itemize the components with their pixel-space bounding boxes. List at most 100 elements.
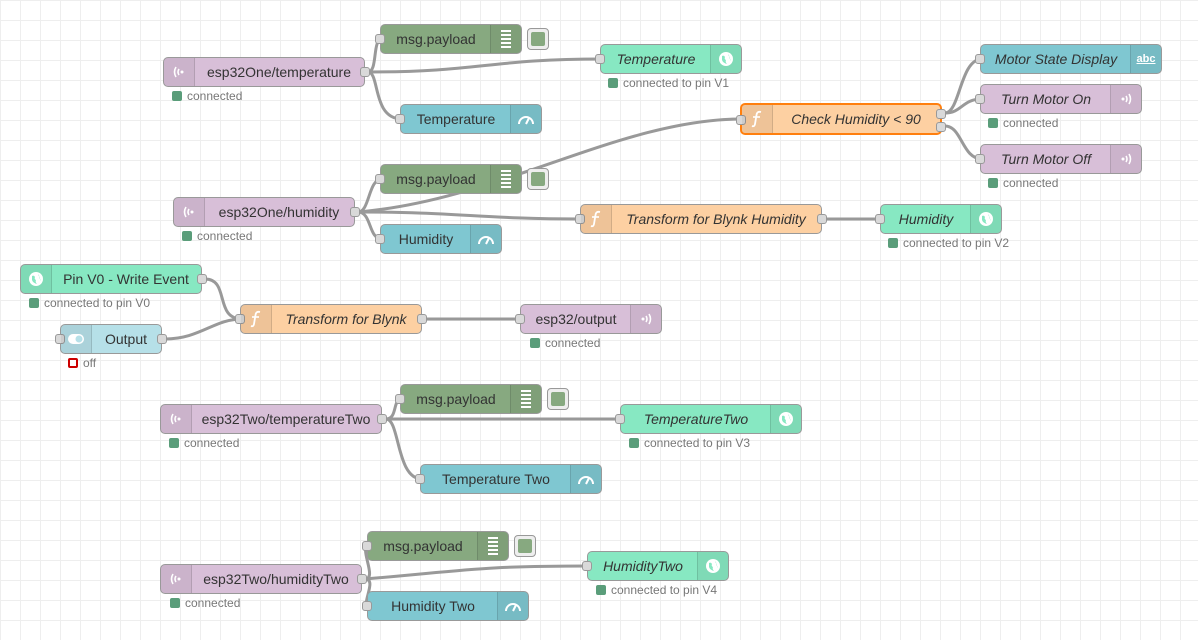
blynk-write-node-temperature[interactable]: Temperature [595, 44, 742, 74]
input-port[interactable] [975, 94, 985, 104]
text-node-motor-state-display[interactable]: Motor State Display abc [975, 44, 1162, 74]
input-port[interactable] [362, 601, 372, 611]
output-port[interactable] [197, 274, 207, 284]
output-port[interactable] [817, 214, 827, 224]
node-label: msg.payload [396, 171, 476, 187]
input-port[interactable] [362, 541, 372, 551]
blynk-event-node-pin-v0[interactable]: Pin V0 - Write Event [20, 264, 207, 294]
node-status: connected to pin V1 [608, 76, 729, 90]
input-port[interactable] [375, 174, 385, 184]
wifi-signal-icon [174, 198, 205, 226]
debug-toggle-button[interactable] [527, 28, 549, 50]
list-lines-icon [490, 25, 521, 53]
gauge-node-humidity-two[interactable]: Humidity Two [362, 591, 529, 621]
gauge-icon [497, 592, 528, 620]
node-status: connected [182, 229, 252, 243]
mqtt-out-node-esp32-output[interactable]: esp32/output [515, 304, 662, 334]
node-label: Humidity [898, 211, 954, 227]
debug-node-msg-payload-2[interactable]: msg.payload [375, 164, 549, 194]
debug-node-msg-payload-3[interactable]: msg.payload [395, 384, 569, 414]
input-port[interactable] [395, 394, 405, 404]
node-status: connected [172, 89, 242, 103]
status-dot [169, 438, 179, 448]
mqtt-in-node-esp32one-temperature[interactable]: esp32One/temperature [163, 57, 370, 87]
wifi-signal-icon [161, 405, 192, 433]
gauge-node-humidity[interactable]: Humidity [375, 224, 502, 254]
output-port[interactable] [360, 67, 370, 77]
input-port[interactable] [615, 414, 625, 424]
mqtt-out-node-turn-motor-off[interactable]: Turn Motor Off [975, 144, 1142, 174]
status-dot [172, 91, 182, 101]
input-port[interactable] [515, 314, 525, 324]
mqtt-in-node-esp32two-temperaturetwo[interactable]: esp32Two/temperatureTwo [160, 404, 387, 434]
list-lines-icon [477, 532, 508, 560]
node-label: esp32Two/temperatureTwo [201, 411, 371, 427]
blynk-write-node-humidity[interactable]: Humidity [875, 204, 1002, 234]
node-label: msg.payload [416, 391, 496, 407]
status-dot [530, 338, 540, 348]
wire [356, 117, 744, 214]
output-port[interactable] [377, 414, 387, 424]
output-port[interactable] [157, 334, 167, 344]
mqtt-in-node-esp32one-humidity[interactable]: esp32One/humidity [173, 197, 360, 227]
input-port[interactable] [395, 114, 405, 124]
output-port[interactable] [417, 314, 427, 324]
debug-toggle-button[interactable] [527, 168, 549, 190]
wire [356, 210, 584, 221]
input-port[interactable] [875, 214, 885, 224]
mqtt-out-node-turn-motor-on[interactable]: Turn Motor On [975, 84, 1142, 114]
gauge-icon [470, 225, 501, 253]
input-port[interactable] [235, 314, 245, 324]
input-port[interactable] [55, 334, 65, 344]
gauge-icon [510, 105, 541, 133]
input-port[interactable] [736, 115, 746, 125]
node-label: esp32/output [535, 311, 617, 327]
output-port-1[interactable] [936, 109, 946, 119]
debug-toggle-button[interactable] [514, 535, 536, 557]
output-port-2[interactable] [936, 122, 946, 132]
function-node-check-humidity[interactable]: Check Humidity < 90 [736, 103, 946, 135]
gauge-node-temperature[interactable]: Temperature [395, 104, 542, 134]
output-port[interactable] [350, 207, 360, 217]
node-label: Temperature Two [442, 471, 550, 487]
node-label: Motor State Display [994, 51, 1118, 67]
input-port[interactable] [975, 54, 985, 64]
debug-node-msg-payload-1[interactable]: msg.payload [375, 24, 549, 54]
node-label: Temperature [616, 51, 696, 67]
wifi-signal-icon [1110, 145, 1141, 173]
status-dot [596, 585, 606, 595]
node-label: Check Humidity < 90 [791, 111, 921, 127]
input-port[interactable] [375, 234, 385, 244]
function-node-transform-blynk-humidity[interactable]: Transform for Blynk Humidity [575, 204, 827, 234]
wire [366, 57, 604, 74]
node-status: connected to pin V4 [596, 583, 717, 597]
node-label: msg.payload [396, 31, 476, 47]
node-status: connected [530, 336, 600, 350]
blynk-write-node-temperaturetwo[interactable]: TemperatureTwo [615, 404, 802, 434]
input-port[interactable] [582, 561, 592, 571]
input-port[interactable] [595, 54, 605, 64]
blynk-write-node-humiditytwo[interactable]: HumidityTwo [582, 551, 729, 581]
debug-toggle-button[interactable] [547, 388, 569, 410]
gauge-node-temperature-two[interactable]: Temperature Two [415, 464, 602, 494]
node-status: connected to pin V3 [629, 436, 750, 450]
mqtt-in-node-esp32two-humiditytwo[interactable]: esp32Two/humidityTwo [160, 564, 367, 594]
abc-icon: abc [1130, 45, 1161, 73]
node-label: Humidity Two [391, 598, 475, 614]
input-port[interactable] [415, 474, 425, 484]
debug-node-msg-payload-4[interactable]: msg.payload [362, 531, 536, 561]
input-port[interactable] [375, 34, 385, 44]
function-f-icon [742, 105, 773, 133]
wifi-signal-icon [1110, 85, 1141, 113]
input-port[interactable] [575, 214, 585, 224]
node-status: connected [169, 436, 239, 450]
wire [203, 277, 244, 321]
node-label: TemperatureTwo [643, 411, 749, 427]
function-node-transform-for-blynk[interactable]: Transform for Blynk [235, 304, 427, 334]
status-dot [170, 598, 180, 608]
status-dot [68, 358, 78, 368]
output-port[interactable] [357, 574, 367, 584]
input-port[interactable] [975, 154, 985, 164]
switch-node-output[interactable]: Output [55, 324, 167, 354]
